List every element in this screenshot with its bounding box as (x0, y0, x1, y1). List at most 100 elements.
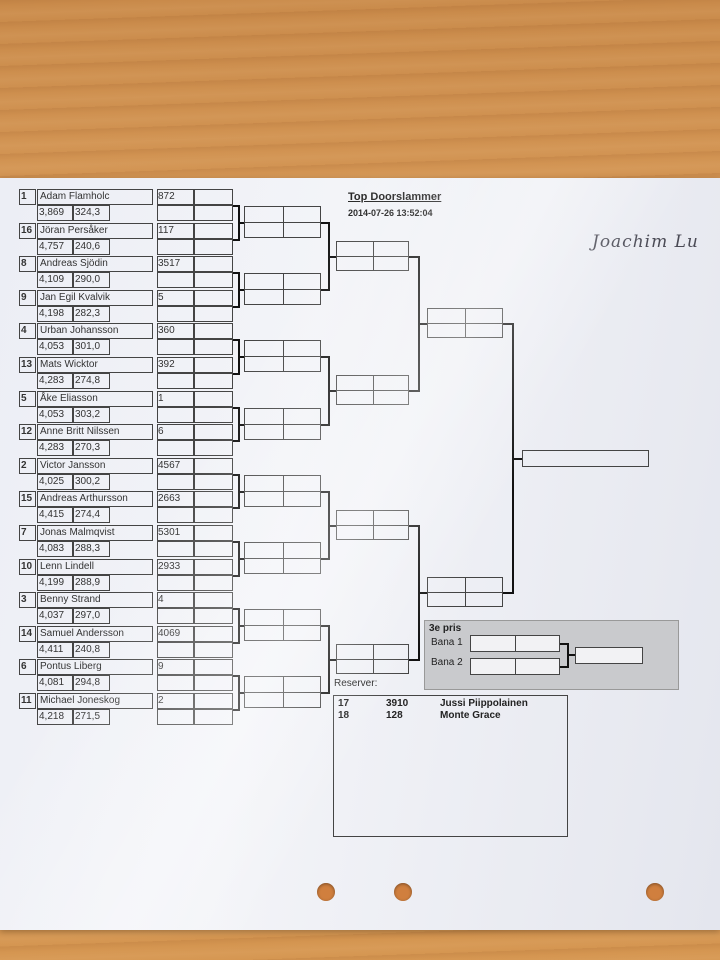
et-box (37, 272, 73, 288)
bracket-line (233, 474, 239, 476)
lane-1-divider (515, 635, 516, 652)
lane-box-a[interactable] (194, 525, 233, 541)
result-box-b[interactable] (194, 339, 233, 355)
et-box (37, 440, 73, 456)
entry-seed: 2 (21, 460, 27, 471)
lane-box-a[interactable] (194, 659, 233, 675)
lane-box-a[interactable] (194, 189, 233, 205)
result-box-b[interactable] (194, 306, 233, 322)
result-box-b[interactable] (194, 675, 233, 691)
et-box (37, 575, 73, 591)
entry-seed: 7 (21, 527, 27, 538)
handwritten-note: Joachim Lu (592, 232, 699, 252)
speed-box (73, 272, 110, 288)
speed-box (73, 440, 110, 456)
number-box (157, 256, 194, 272)
lane-box-a[interactable] (194, 256, 233, 272)
et-box (37, 642, 73, 658)
lane-box-a[interactable] (194, 592, 233, 608)
result-box-a[interactable] (157, 709, 194, 725)
result-box-a[interactable] (157, 440, 194, 456)
result-box-b[interactable] (194, 272, 233, 288)
et-box (37, 541, 73, 557)
entry-et: 4,199 (39, 577, 65, 588)
final-row-divider (427, 323, 503, 324)
speed-box (73, 507, 110, 523)
entry-seed: 3 (21, 594, 27, 605)
result-box-a[interactable] (157, 373, 194, 389)
result-box-a[interactable] (157, 507, 194, 523)
result-box-a[interactable] (157, 239, 194, 255)
entry-speed: 301,0 (75, 341, 101, 352)
seed-box (19, 357, 36, 373)
lane-box-a[interactable] (194, 223, 233, 239)
result-box-b[interactable] (194, 709, 233, 725)
name-box (37, 659, 153, 675)
entry-number: 4567 (158, 460, 181, 471)
result-box-a[interactable] (157, 642, 194, 658)
result-box-a[interactable] (157, 608, 194, 624)
third-prize-winner-slot[interactable] (575, 647, 643, 664)
entry-number: 9 (158, 661, 164, 672)
result-box-b[interactable] (194, 440, 233, 456)
lane-box-a[interactable] (194, 458, 233, 474)
bracket-line (503, 323, 513, 325)
seed-box (19, 693, 36, 709)
result-box-b[interactable] (194, 575, 233, 591)
entry-et: 4,053 (39, 409, 65, 420)
name-box (37, 256, 153, 272)
result-box-b[interactable] (194, 407, 233, 423)
number-box (157, 458, 194, 474)
bracket-line (233, 608, 239, 610)
result-box-a[interactable] (157, 339, 194, 355)
bracket-line (238, 356, 244, 358)
lane-box-a[interactable] (194, 323, 233, 339)
lane-box-a[interactable] (194, 424, 233, 440)
result-box-b[interactable] (194, 608, 233, 624)
entry-seed: 5 (21, 393, 27, 404)
winner-slot[interactable] (522, 450, 649, 467)
result-box-a[interactable] (157, 675, 194, 691)
lane-box-a[interactable] (194, 559, 233, 575)
entry-number: 2663 (158, 493, 181, 504)
result-box-a[interactable] (157, 272, 194, 288)
result-box-b[interactable] (194, 507, 233, 523)
bracket-line (328, 659, 336, 661)
entry-name: Anne Britt Nilssen (40, 426, 120, 437)
result-box-a[interactable] (157, 474, 194, 490)
lane-box-a[interactable] (194, 693, 233, 709)
entry-name: Lenn Lindell (40, 561, 94, 572)
speed-box (73, 407, 110, 423)
result-box-a[interactable] (157, 575, 194, 591)
entry-name: Samuel Andersson (40, 628, 124, 639)
lane-box-a[interactable] (194, 391, 233, 407)
lane-box-a[interactable] (194, 626, 233, 642)
result-box-a[interactable] (157, 205, 194, 221)
name-box (37, 693, 153, 709)
bracket-line (321, 692, 329, 694)
result-box-b[interactable] (194, 474, 233, 490)
lane-box-a[interactable] (194, 357, 233, 373)
result-box-a[interactable] (157, 541, 194, 557)
result-box-b[interactable] (194, 541, 233, 557)
et-box (37, 306, 73, 322)
lane-box-a[interactable] (194, 491, 233, 507)
result-box-a[interactable] (157, 407, 194, 423)
entry-name: Jonas Malmqvist (40, 527, 115, 538)
binder-hole (394, 883, 412, 901)
entry-speed: 290,0 (75, 274, 101, 285)
speed-box (73, 239, 110, 255)
lane-box-a[interactable] (194, 290, 233, 306)
result-box-b[interactable] (194, 239, 233, 255)
result-box-b[interactable] (194, 373, 233, 389)
bracket-line (238, 692, 244, 694)
entry-et: 4,411 (39, 644, 64, 655)
result-box-b[interactable] (194, 642, 233, 658)
result-box-b[interactable] (194, 205, 233, 221)
third-prize-title: 3e pris (429, 623, 462, 634)
third-connector-b (560, 666, 568, 668)
result-box-a[interactable] (157, 306, 194, 322)
